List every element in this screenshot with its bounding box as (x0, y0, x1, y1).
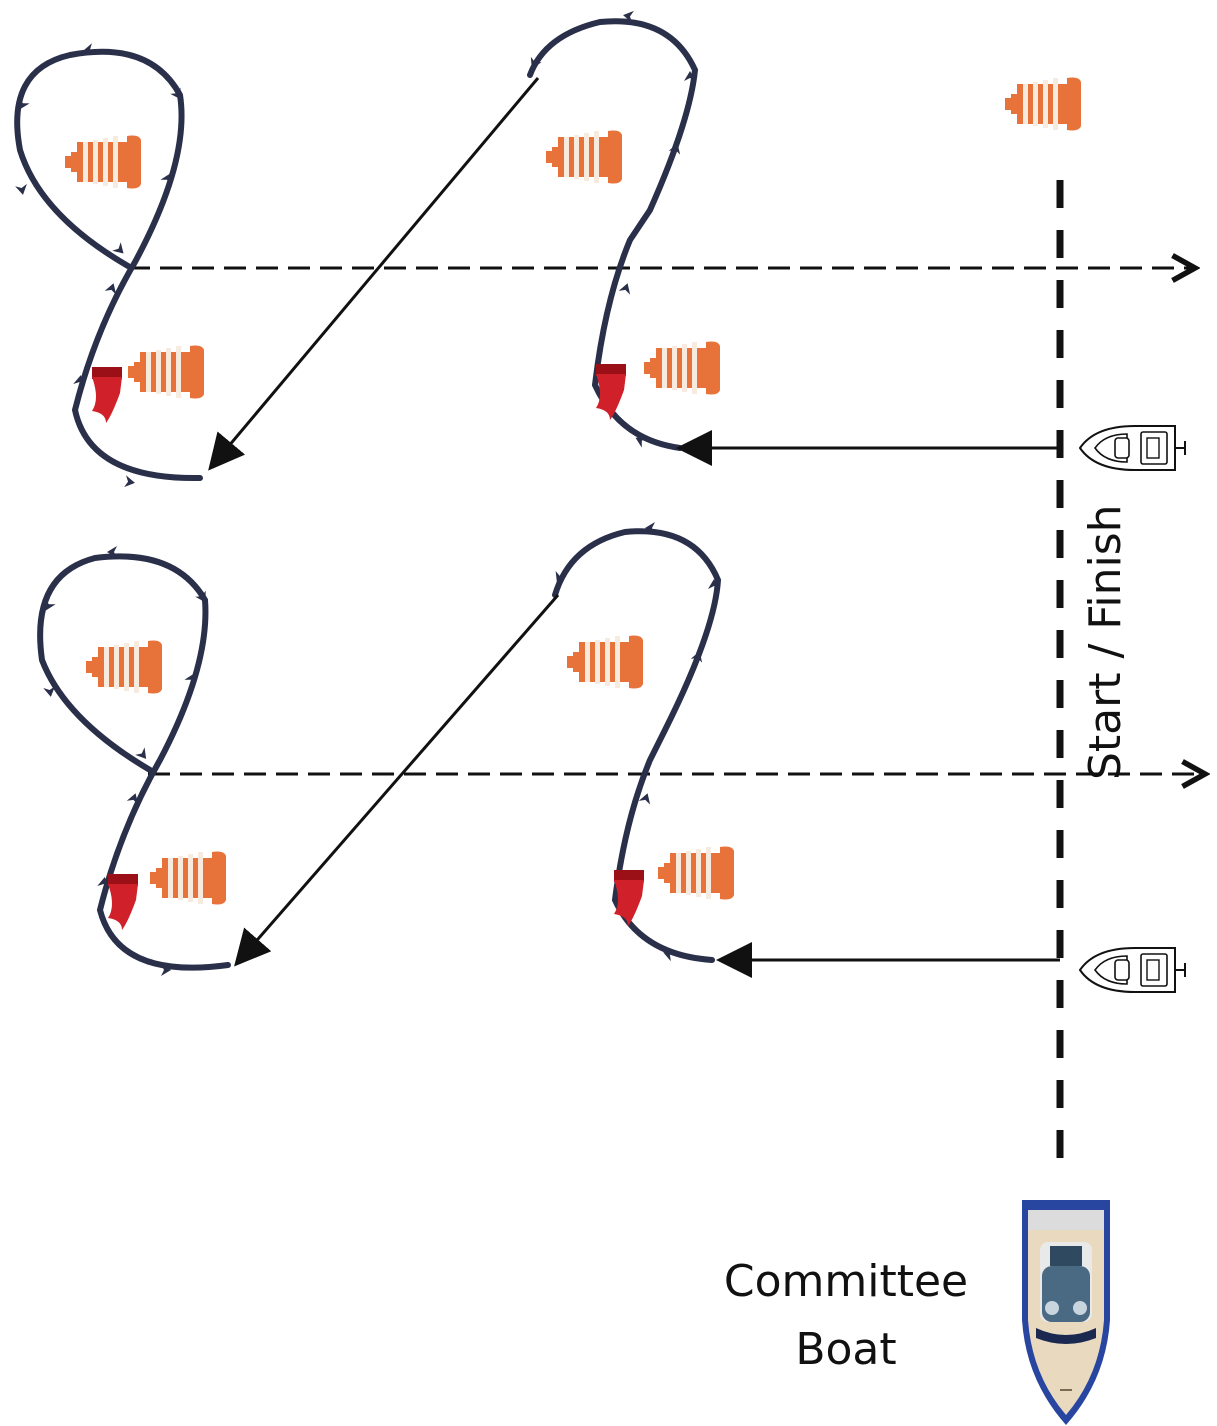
lower-course (37, 522, 722, 976)
buoy-icon (86, 640, 162, 694)
boat-icon (1079, 425, 1186, 471)
flag-icon (92, 367, 122, 423)
buoy-icon (644, 341, 720, 395)
flag-icon (596, 364, 626, 420)
diagonal-arrow-lower (234, 594, 560, 967)
flag-icon (614, 870, 644, 926)
buoy-icon (1005, 77, 1081, 131)
committee-boat-icon (1022, 1200, 1110, 1425)
buoy-icon (546, 130, 622, 184)
buoy-icon (567, 635, 643, 689)
upper-course (14, 10, 699, 488)
course-path-lower-left (37, 553, 231, 971)
start-finish-label: Start / Finish (1080, 504, 1131, 780)
committee-boat-label-line1: Committee (724, 1256, 968, 1307)
flag-icon (108, 874, 138, 930)
diagonal-arrow-upper (208, 77, 540, 471)
course-path-upper-left (14, 48, 203, 482)
boat-icon (1079, 947, 1186, 993)
buoy-icon (150, 851, 226, 905)
buoy-icon (128, 345, 204, 399)
buoy-icon (65, 135, 141, 189)
buoy-icon (658, 846, 734, 900)
committee-boat-label-line2: Boat (795, 1324, 896, 1375)
